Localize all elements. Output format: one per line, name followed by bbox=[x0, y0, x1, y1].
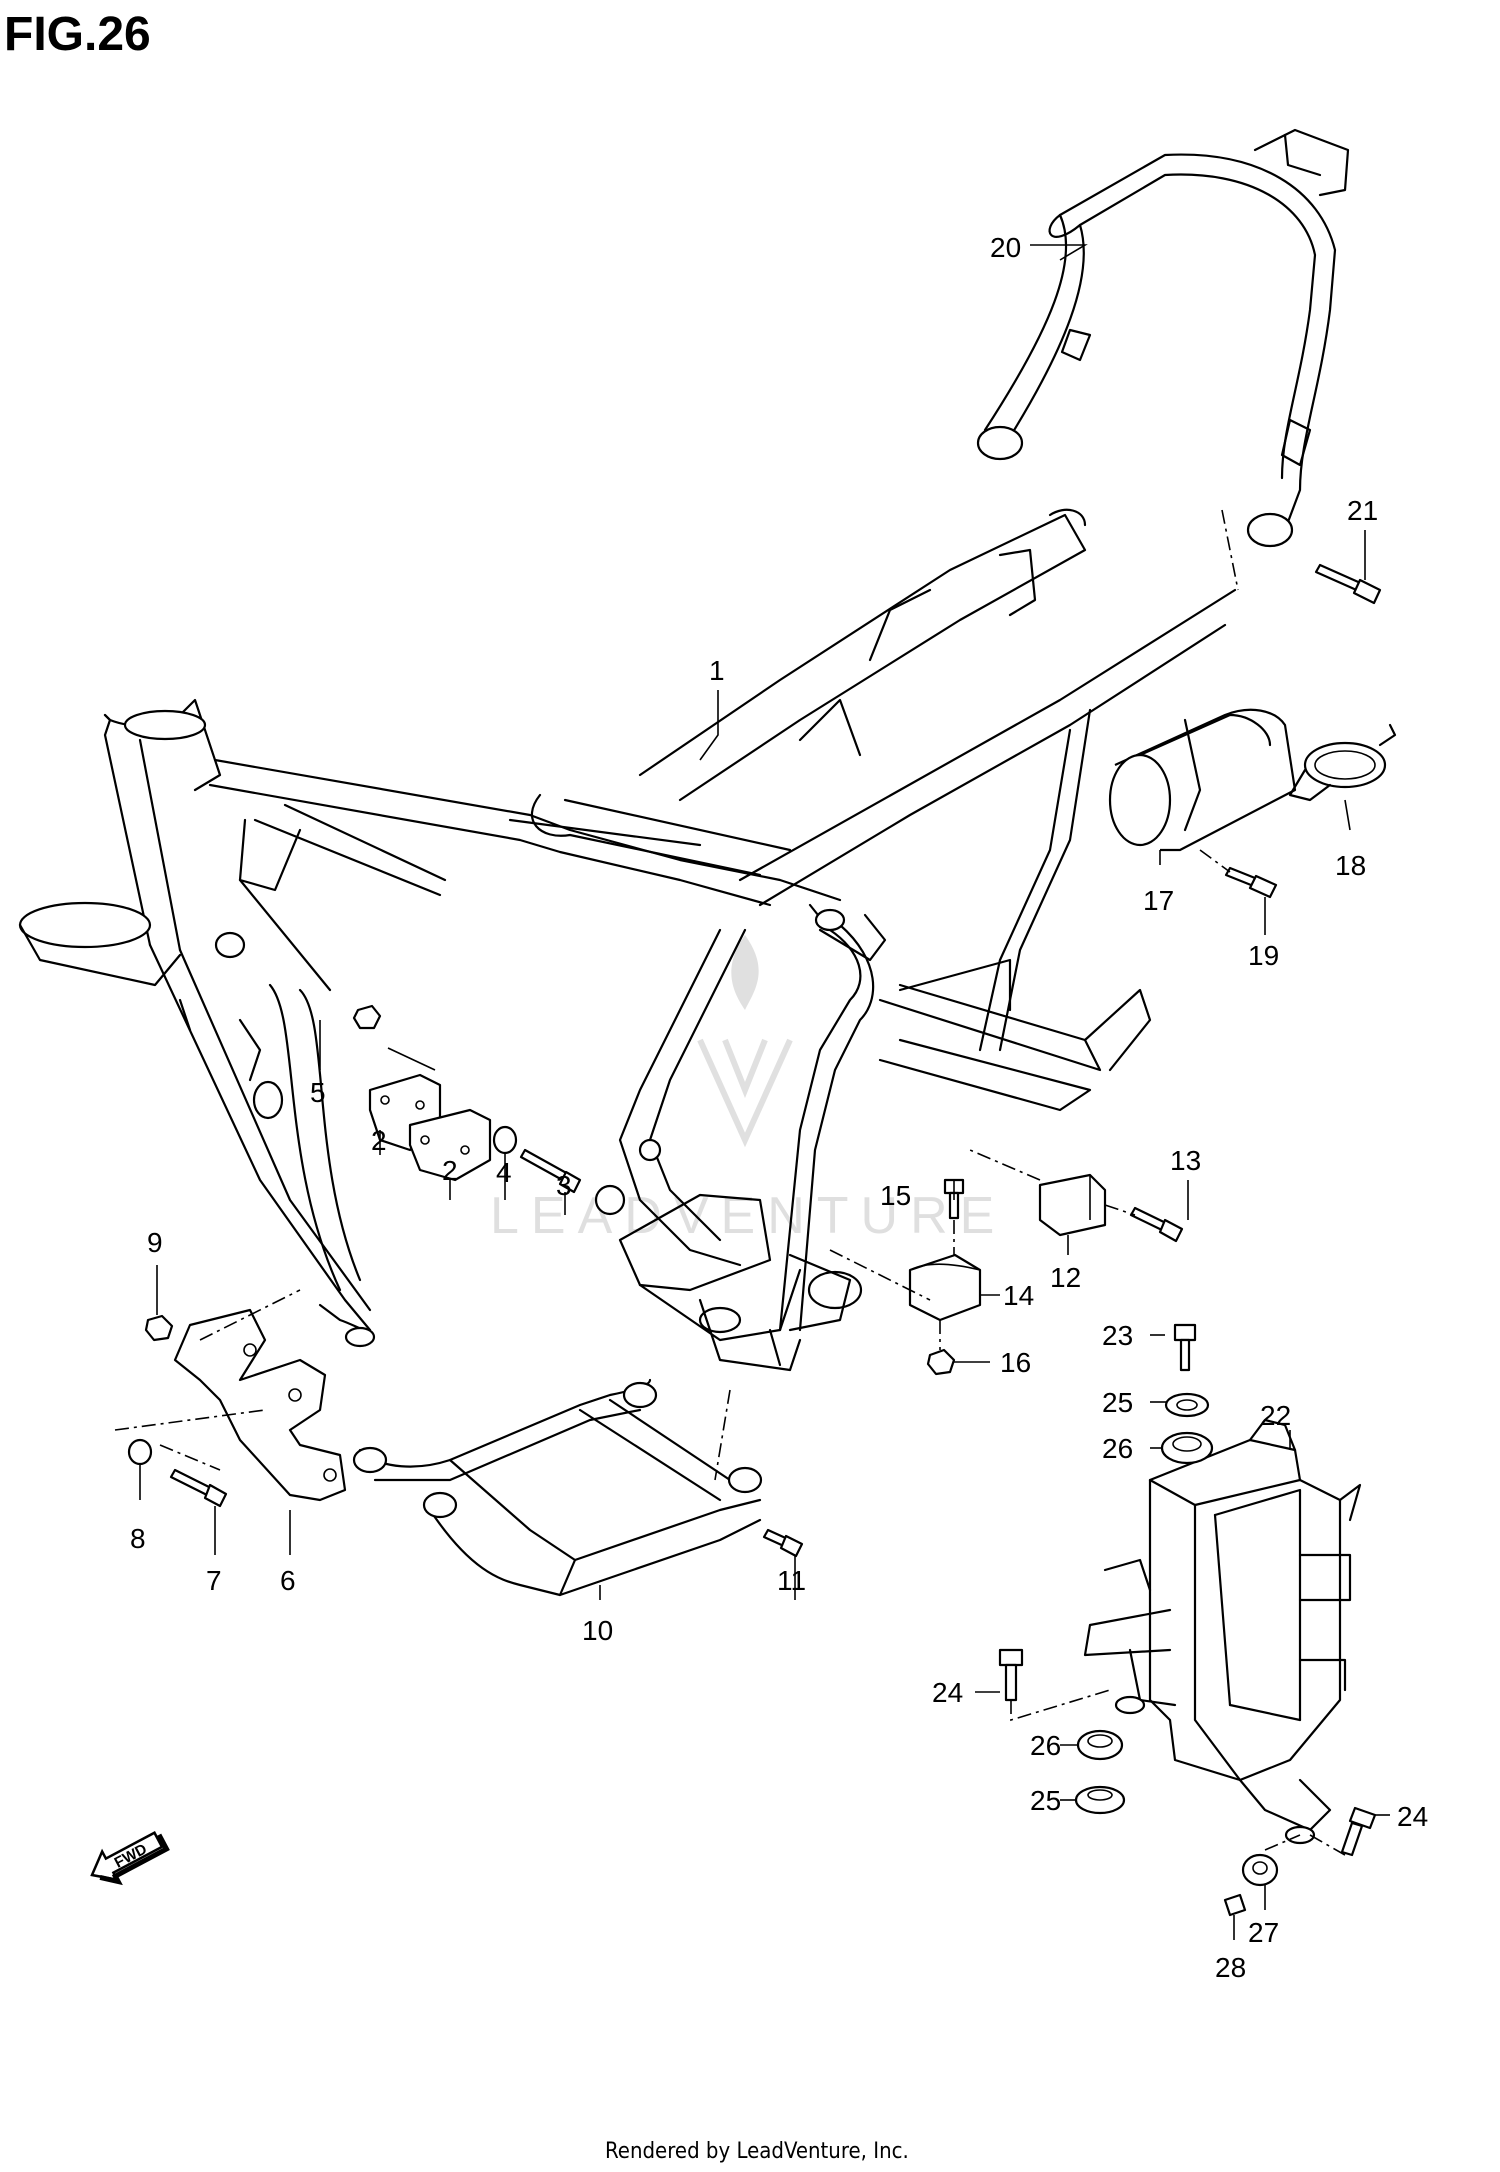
callout-25a: 25 bbox=[1102, 1387, 1133, 1418]
callout-17: 17 bbox=[1143, 885, 1174, 916]
nut-9 bbox=[144, 1314, 174, 1342]
bolt-23 bbox=[1173, 1323, 1197, 1372]
bolt-24-right bbox=[1340, 1806, 1377, 1857]
callout-labels: 1 2 2 3 4 5 6 7 8 9 10 11 12 13 14 15 16… bbox=[130, 232, 1428, 1983]
grommet-26-lower bbox=[1076, 1729, 1124, 1761]
callout-2b: 2 bbox=[442, 1155, 458, 1186]
bolt-7 bbox=[169, 1468, 228, 1508]
engine-mount-plate-2b bbox=[408, 1108, 492, 1182]
main-frame-1 bbox=[18, 508, 1237, 1372]
band-18 bbox=[1288, 723, 1397, 802]
battery-holder-22 bbox=[1083, 1418, 1362, 1845]
callout-24b: 24 bbox=[1397, 1801, 1428, 1832]
callout-16: 16 bbox=[1000, 1347, 1031, 1378]
bolt-24-left bbox=[998, 1648, 1024, 1702]
grommet-27 bbox=[1241, 1853, 1279, 1887]
callout-3: 3 bbox=[556, 1170, 572, 1201]
watermark-text: LEADVENTURE bbox=[490, 1187, 1006, 1245]
collar-28 bbox=[1223, 1893, 1247, 1917]
rubber-cushion-12 bbox=[1038, 1173, 1107, 1237]
grommet-25-lower bbox=[1074, 1785, 1126, 1815]
footer-credit: Rendered by LeadVenture, Inc. bbox=[605, 2139, 909, 2164]
callout-4: 4 bbox=[496, 1157, 512, 1188]
front-bracket-6 bbox=[173, 1308, 347, 1502]
callout-9: 9 bbox=[147, 1227, 163, 1258]
callout-5: 5 bbox=[310, 1077, 326, 1108]
callout-26a: 26 bbox=[1102, 1433, 1133, 1464]
callout-8: 8 bbox=[130, 1523, 146, 1554]
callout-18: 18 bbox=[1335, 850, 1366, 881]
callout-21: 21 bbox=[1347, 495, 1378, 526]
figure-title: FIG.26 bbox=[4, 8, 151, 61]
rubber-cushion-14 bbox=[908, 1253, 982, 1322]
callout-7: 7 bbox=[206, 1565, 222, 1596]
electrical-box-17 bbox=[1108, 708, 1297, 852]
bolt-21 bbox=[1314, 563, 1382, 605]
nut-5 bbox=[352, 1004, 382, 1030]
washer-4 bbox=[492, 1125, 518, 1155]
grommet-25-upper bbox=[1164, 1392, 1210, 1418]
washer-8 bbox=[127, 1438, 153, 1466]
callout-15: 15 bbox=[880, 1180, 911, 1211]
callout-11: 11 bbox=[777, 1565, 806, 1596]
grommet-26-upper bbox=[1160, 1431, 1214, 1465]
rear-carrier-20 bbox=[976, 128, 1350, 548]
callout-23: 23 bbox=[1102, 1320, 1133, 1351]
callout-13: 13 bbox=[1170, 1145, 1201, 1176]
lower-cradle-10 bbox=[352, 1378, 763, 1597]
callout-12: 12 bbox=[1050, 1262, 1081, 1293]
fwd-arrow-icon: FWD bbox=[90, 1831, 170, 1886]
callout-22: 22 bbox=[1260, 1400, 1291, 1431]
callout-10: 10 bbox=[582, 1615, 613, 1646]
callout-28: 28 bbox=[1215, 1952, 1246, 1983]
callout-20: 20 bbox=[990, 232, 1021, 263]
callout-14: 14 bbox=[1003, 1280, 1034, 1311]
callout-26b: 26 bbox=[1030, 1730, 1061, 1761]
bolt-19 bbox=[1224, 866, 1278, 899]
nut-16 bbox=[926, 1348, 956, 1376]
callout-25b: 25 bbox=[1030, 1785, 1061, 1816]
callout-2a: 2 bbox=[371, 1125, 387, 1156]
bolt-13 bbox=[1129, 1206, 1184, 1243]
callout-1: 1 bbox=[709, 655, 725, 686]
callout-24a: 24 bbox=[932, 1677, 963, 1708]
callout-6: 6 bbox=[280, 1565, 296, 1596]
bolt-3 bbox=[519, 1148, 582, 1194]
callout-19: 19 bbox=[1248, 940, 1279, 971]
watermark-logo: LEADVENTURE bbox=[490, 935, 1006, 1245]
bolt-11 bbox=[762, 1528, 804, 1558]
callout-27: 27 bbox=[1248, 1917, 1279, 1948]
